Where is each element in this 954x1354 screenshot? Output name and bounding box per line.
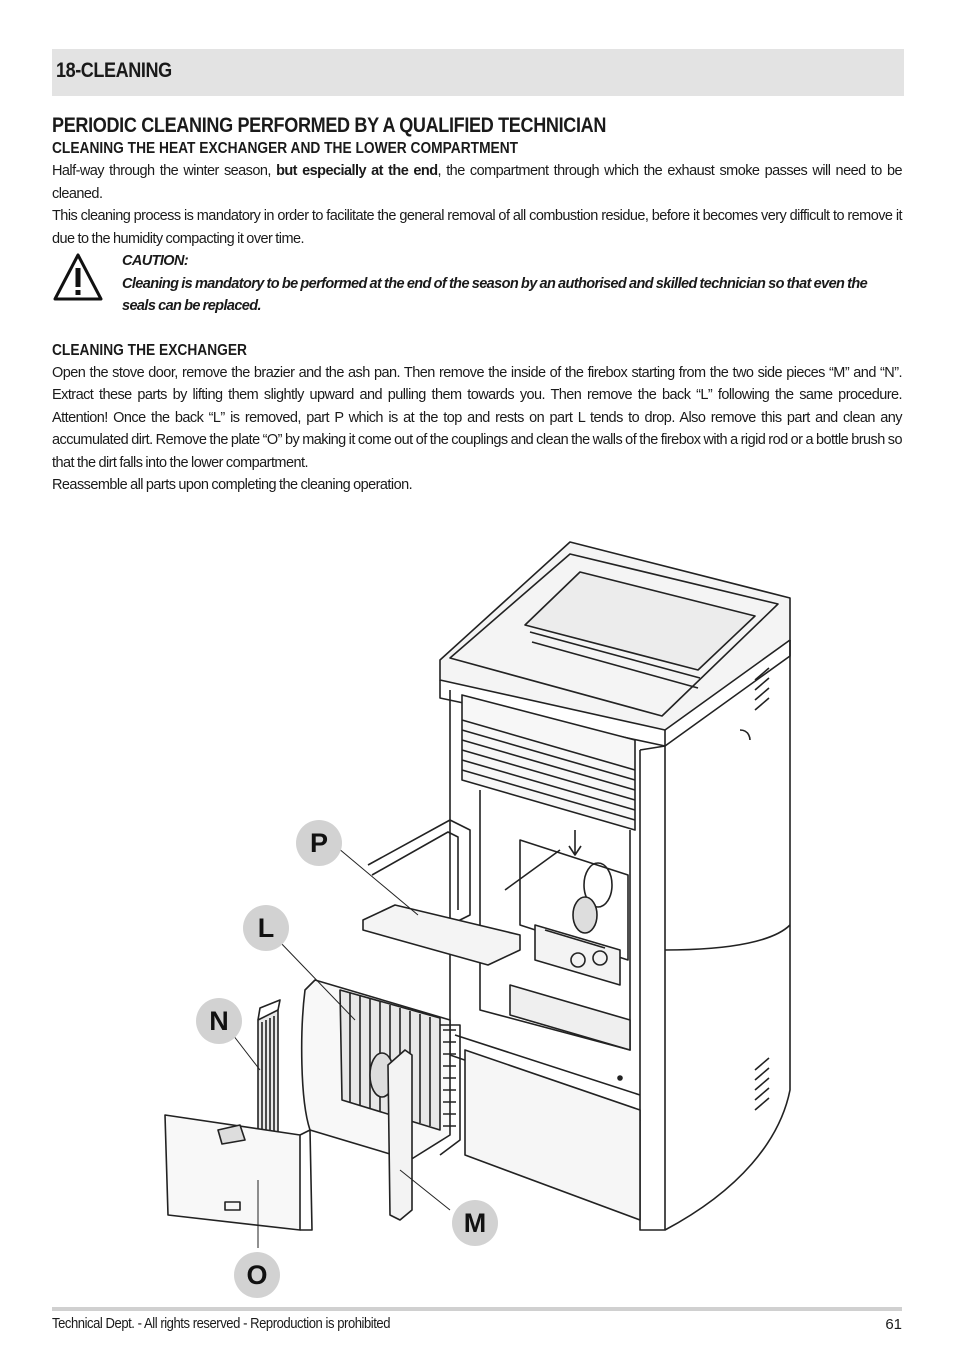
part-m-side-piece	[387, 1049, 413, 1221]
emphasis-text: but especially at the end	[276, 163, 438, 179]
callout-m: M	[452, 1200, 498, 1246]
callout-leaders	[232, 847, 451, 1248]
exchanger-paragraph-2: Reassemble all parts upon completing the…	[52, 477, 413, 493]
part-p-baffle	[362, 819, 521, 966]
callout-l: L	[243, 905, 289, 951]
periodic-paragraph-1: Half-way through the winter season, but …	[52, 163, 903, 202]
warning-triangle-icon	[53, 253, 103, 301]
firebox-interior	[479, 790, 631, 1051]
caution-text: CAUTION: Cleaning is mandatory to be per…	[122, 250, 902, 318]
section-header-bar: 18-CLEANING	[52, 49, 904, 96]
footer-divider	[52, 1307, 902, 1311]
part-o-plate	[164, 1114, 313, 1231]
page-number: 61	[885, 1316, 902, 1333]
ash-drawer	[454, 1034, 641, 1221]
part-l-back-panel	[300, 979, 461, 1161]
callout-n: N	[196, 998, 242, 1044]
stove-exploded-diagram: P L N M O	[150, 530, 810, 1300]
section-title: 18-CLEANING	[56, 59, 172, 82]
part-n-side-piece	[257, 999, 281, 1166]
footer-copyright: Technical Dept. - All rights reserved - …	[52, 1316, 391, 1332]
heat-exchanger-subheading: CLEANING THE HEAT EXCHANGER AND THE LOWE…	[52, 140, 519, 157]
front-grille	[461, 694, 636, 831]
exchanger-heading: CLEANING THE EXCHANGER	[52, 341, 247, 359]
main-content: PERIODIC CLEANING PERFORMED BY A QUALIFI…	[52, 114, 903, 497]
exchanger-paragraph-1: Open the stove door, remove the brazier …	[52, 364, 903, 471]
caution-block: CAUTION: Cleaning is mandatory to be per…	[52, 250, 902, 318]
stove-illustration	[164, 541, 791, 1248]
periodic-cleaning-heading: PERIODIC CLEANING PERFORMED BY A QUALIFI…	[52, 114, 607, 137]
callout-o: O	[234, 1252, 280, 1298]
callout-p: P	[296, 820, 342, 866]
periodic-paragraph-2: This cleaning process is mandatory in or…	[52, 208, 903, 247]
caution-label: CAUTION:	[122, 253, 189, 269]
caution-message: Cleaning is mandatory to be performed at…	[122, 275, 868, 315]
